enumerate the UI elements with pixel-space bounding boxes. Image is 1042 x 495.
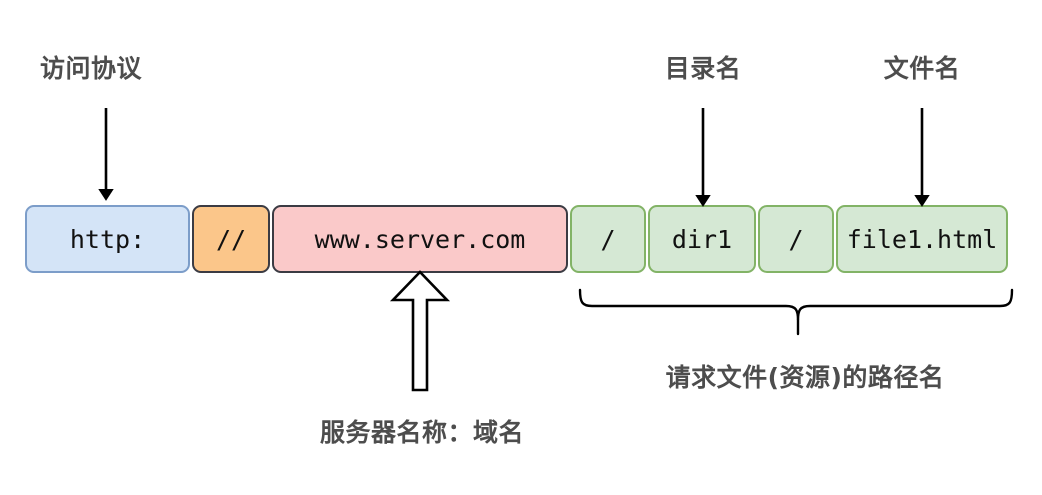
label-file-name: 文件名 <box>883 54 961 83</box>
arrow-up-hollow-icon-server <box>389 270 451 392</box>
label-protocol: 访问协议 <box>40 54 143 83</box>
url-segment-host: www.server.com <box>272 205 568 273</box>
url-segment-slash-2: / <box>758 205 834 273</box>
curly-brace-path-group <box>578 288 1014 321</box>
url-segment-scheme: http: <box>25 205 190 273</box>
url-segment-dir1: dir1 <box>648 205 756 273</box>
label-directory-name: 目录名 <box>664 54 742 83</box>
url-segment-file1: file1.html <box>836 205 1008 273</box>
url-segment-slash-1: / <box>570 205 646 273</box>
label-request-path: 请求文件(资源)的路径名 <box>665 363 945 392</box>
label-server-name: 服务器名称：域名 <box>319 418 525 447</box>
url-segment-slashes: // <box>192 205 270 273</box>
